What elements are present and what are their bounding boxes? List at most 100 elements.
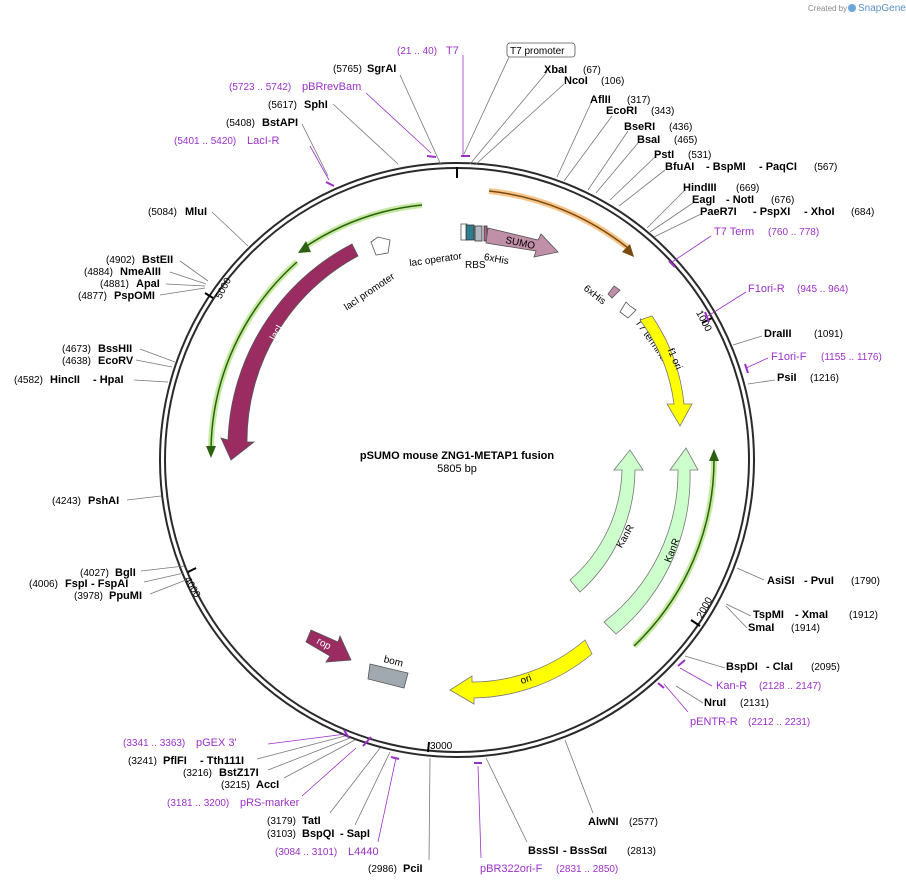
t7-promoter-label: T7 promoter: [510, 46, 565, 57]
green-arrow-right-head: [709, 449, 719, 461]
tick-3000: 3000: [430, 741, 453, 752]
svg-text:(4638): (4638): [62, 356, 91, 367]
site-mlui: MluI: [185, 206, 207, 218]
svg-text:(4902): (4902): [106, 255, 135, 266]
svg-text:(5723 .. 5742): (5723 .. 5742): [229, 82, 291, 93]
svg-text:(465): (465): [674, 135, 697, 146]
site-hincii: HincII: [50, 374, 80, 386]
kanr-arrow-inner: [569, 449, 644, 593]
rop-arrow: [305, 629, 352, 663]
tick-1000: 1000: [693, 309, 713, 334]
svg-text:(760 .. 778): (760 .. 778): [768, 227, 819, 238]
svg-text:(4881): (4881): [100, 279, 129, 290]
svg-text:(1914): (1914): [791, 623, 820, 634]
svg-text:(5765): (5765): [333, 64, 362, 75]
site-aflii: AflII: [590, 94, 611, 106]
ori-arrow: [449, 639, 593, 705]
site-sgrai: SgrAI: [367, 63, 396, 75]
sumo-label: SUMO: [504, 235, 536, 252]
svg-text:(106): (106): [601, 76, 624, 87]
primer-pbrrevbam: pBRrevBam: [302, 81, 361, 93]
primer-f1ori-r: F1ori-R: [748, 283, 785, 295]
svg-text:(5084): (5084): [148, 207, 177, 218]
primers: (21 .. 40) T7 (5723 .. 5742) pBRrevBam (…: [123, 45, 882, 875]
svg-text:(5408): (5408): [226, 118, 255, 129]
primer-laci-r: LacI-R: [247, 135, 279, 147]
svg-text:(2095): (2095): [811, 662, 840, 673]
green-arrow-left-head: [206, 446, 216, 458]
primer-kan-r: Kan-R: [716, 680, 747, 692]
svg-text:(5401 .. 5420): (5401 .. 5420): [174, 136, 236, 147]
green-arrow-left: [210, 261, 298, 449]
t7-promoter-leader: [463, 56, 510, 155]
f1-ori-arrow: [639, 315, 693, 427]
svg-text:(1790): (1790): [851, 576, 880, 587]
t7-promoter-box: [506, 42, 576, 58]
site-ncoi: NcoI: [564, 75, 588, 87]
laci-arrow: [220, 243, 359, 461]
svg-text:(945 .. 964): (945 .. 964): [797, 284, 848, 295]
svg-text:(4006): (4006): [29, 579, 58, 590]
svg-text:- XhoI: - XhoI: [804, 206, 835, 218]
svg-text:- BspMI: - BspMI: [706, 161, 746, 173]
svg-text:(3241): (3241): [128, 756, 157, 767]
site-nrui: NruI: [704, 697, 726, 709]
site-psii: PsiI: [777, 372, 797, 384]
site-paer7i: PaeR7I: [700, 206, 737, 218]
svg-text:(3978): (3978): [74, 591, 103, 602]
site-ppumi: PpuMI: [109, 590, 142, 602]
site-pcii: PciI: [403, 863, 423, 875]
site-bspdi: BspDI: [726, 661, 758, 673]
svg-text:- PspXI: - PspXI: [753, 206, 790, 218]
svg-text:- PvuI: - PvuI: [804, 575, 834, 587]
svg-text:(5617): (5617): [268, 100, 297, 111]
site-psti: PstI: [654, 149, 674, 161]
svg-text:(436): (436): [669, 122, 692, 133]
svg-text:- XmaI: - XmaI: [795, 609, 828, 621]
svg-text:- HpaI: - HpaI: [93, 374, 124, 386]
svg-text:(4884): (4884): [84, 267, 113, 278]
svg-text:(1216): (1216): [810, 373, 839, 384]
site-bsai: BsaI: [637, 134, 660, 146]
snapgene-brand: SnapGene: [858, 3, 906, 14]
primer-pentr-r: pENTR-R: [690, 716, 738, 728]
svg-text:(4673): (4673): [62, 344, 91, 355]
svg-text:(2577): (2577): [629, 817, 658, 828]
orange-arrow: [488, 190, 629, 249]
svg-text:(2131): (2131): [740, 698, 769, 709]
bom-box: [367, 663, 409, 689]
primer-l4440: L4440: [348, 846, 379, 858]
site-pspomi: PspOMI: [114, 290, 155, 302]
svg-text:(3084 .. 3101): (3084 .. 3101): [275, 847, 337, 858]
plasmid-name: pSUMO mouse ZNG1-METAP1 fusion: [360, 450, 554, 462]
svg-text:- PaqCI: - PaqCI: [759, 161, 797, 173]
svg-text:(317): (317): [627, 95, 650, 106]
svg-text:(1155 .. 1176): (1155 .. 1176): [821, 352, 882, 363]
created-by-text: Created by: [808, 4, 847, 13]
plasmid-size: 5805 bp: [437, 463, 477, 475]
site-bfuai: BfuAI: [665, 161, 694, 173]
rbs-box: [474, 225, 483, 242]
svg-text:(3103): (3103): [267, 829, 296, 840]
laci-promoter-label: lacI promoter: [342, 271, 397, 313]
svg-text:- ClaI: - ClaI: [766, 661, 793, 673]
site-hindiii: HindIII: [683, 182, 717, 194]
site-xbai: XbaI: [544, 64, 567, 76]
site-acci: AccI: [256, 779, 279, 791]
green-arrow-top: [304, 204, 423, 248]
primer-f1ori-f: F1ori-F: [771, 351, 807, 363]
site-sphi: SphI: [304, 99, 328, 111]
primer-pgex3: pGEX 3': [196, 737, 237, 749]
primer-prs-marker: pRS-marker: [240, 797, 300, 809]
svg-text:(3215): (3215): [221, 780, 250, 791]
svg-text:(3341 .. 3363): (3341 .. 3363): [123, 738, 185, 749]
svg-text:(1912): (1912): [849, 610, 878, 621]
svg-text:(3181 .. 3200): (3181 .. 3200): [167, 798, 229, 809]
site-asisi: AsiSI: [767, 575, 795, 587]
site-pflfi: PflFI: [163, 755, 187, 767]
svg-text:- FspAI: - FspAI: [91, 578, 128, 590]
site-ecori: EcoRI: [606, 105, 637, 117]
svg-text:(3216): (3216): [183, 768, 212, 779]
svg-text:(2831 .. 2850): (2831 .. 2850): [556, 864, 618, 875]
